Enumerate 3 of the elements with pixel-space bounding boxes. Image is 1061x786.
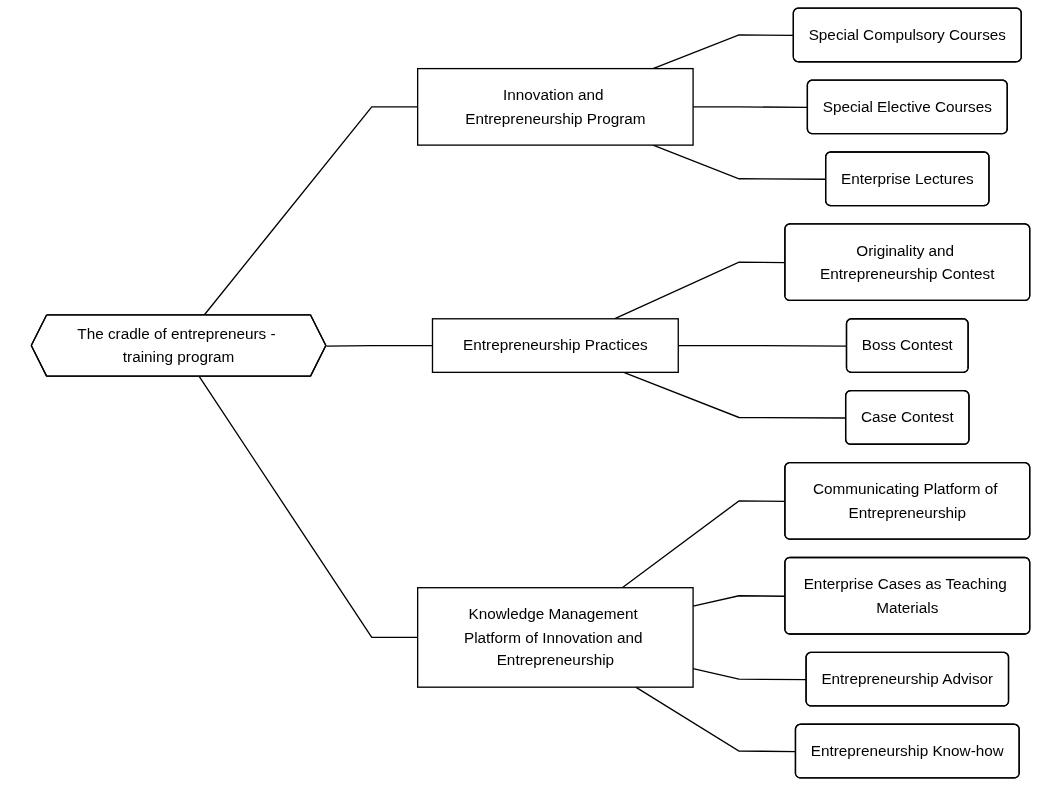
node-box: Knowledge Management Platform of Innovation and Entrepreneurship: [417, 587, 694, 688]
node-box: Entrepreneurship Practices: [431, 318, 679, 373]
node-box: Innovation and Entrepreneurship Program: [417, 67, 694, 146]
